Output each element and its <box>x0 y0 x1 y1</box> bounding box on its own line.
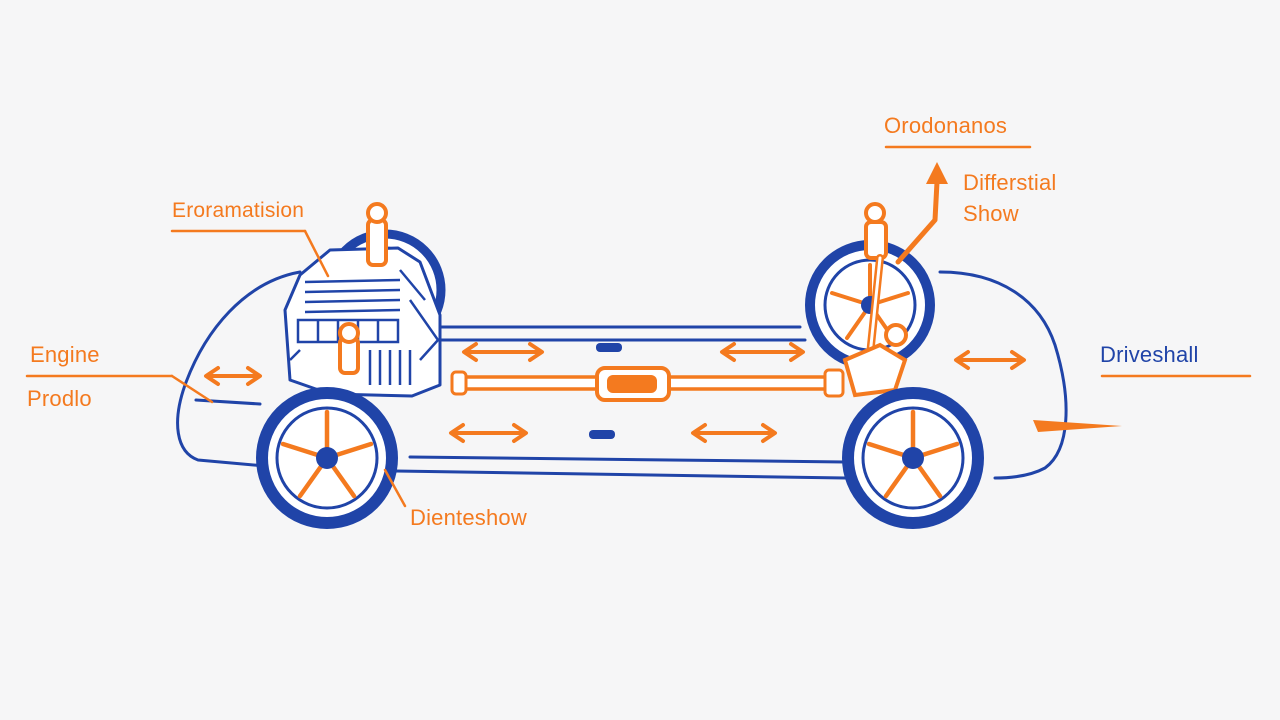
double-arrow-icon-2 <box>462 342 544 362</box>
differential-label-line2: Show <box>963 201 1019 226</box>
differential-label-line1: Differstial <box>963 170 1057 195</box>
engine-block <box>283 202 442 398</box>
center-marker-upper <box>596 343 622 352</box>
center-marker-lower <box>589 430 615 439</box>
car-body-outline <box>176 270 1068 480</box>
oroclonanos-label: Orodonanos <box>884 113 1008 138</box>
driveshaft-pointer <box>1033 420 1122 432</box>
eroramatision-leader <box>303 229 330 278</box>
up-arrow-icon <box>895 162 948 265</box>
prodlo-label: Prodlo <box>27 386 92 411</box>
double-arrow-icon-1 <box>204 366 262 386</box>
engine-label: Engine <box>30 342 100 367</box>
driveshaft-label: Driveshall <box>1100 342 1199 367</box>
front-left-wheel <box>256 387 398 529</box>
engine-leader <box>170 374 214 404</box>
eroramatision-label: Eroramatision <box>172 199 305 222</box>
dienteshow-leader <box>383 468 407 508</box>
double-arrow-icon-6 <box>954 350 1026 370</box>
driveshaft <box>450 366 845 402</box>
direction-arrows <box>204 342 1026 443</box>
double-arrow-icon-5 <box>691 423 777 443</box>
double-arrow-icon-3 <box>449 423 528 443</box>
label-leaders <box>25 145 1252 508</box>
front-right-wheel <box>842 387 984 529</box>
rear-strut <box>842 202 908 398</box>
dienteshow-label: Dienteshow <box>410 505 527 530</box>
double-arrow-icon-4 <box>720 342 805 362</box>
